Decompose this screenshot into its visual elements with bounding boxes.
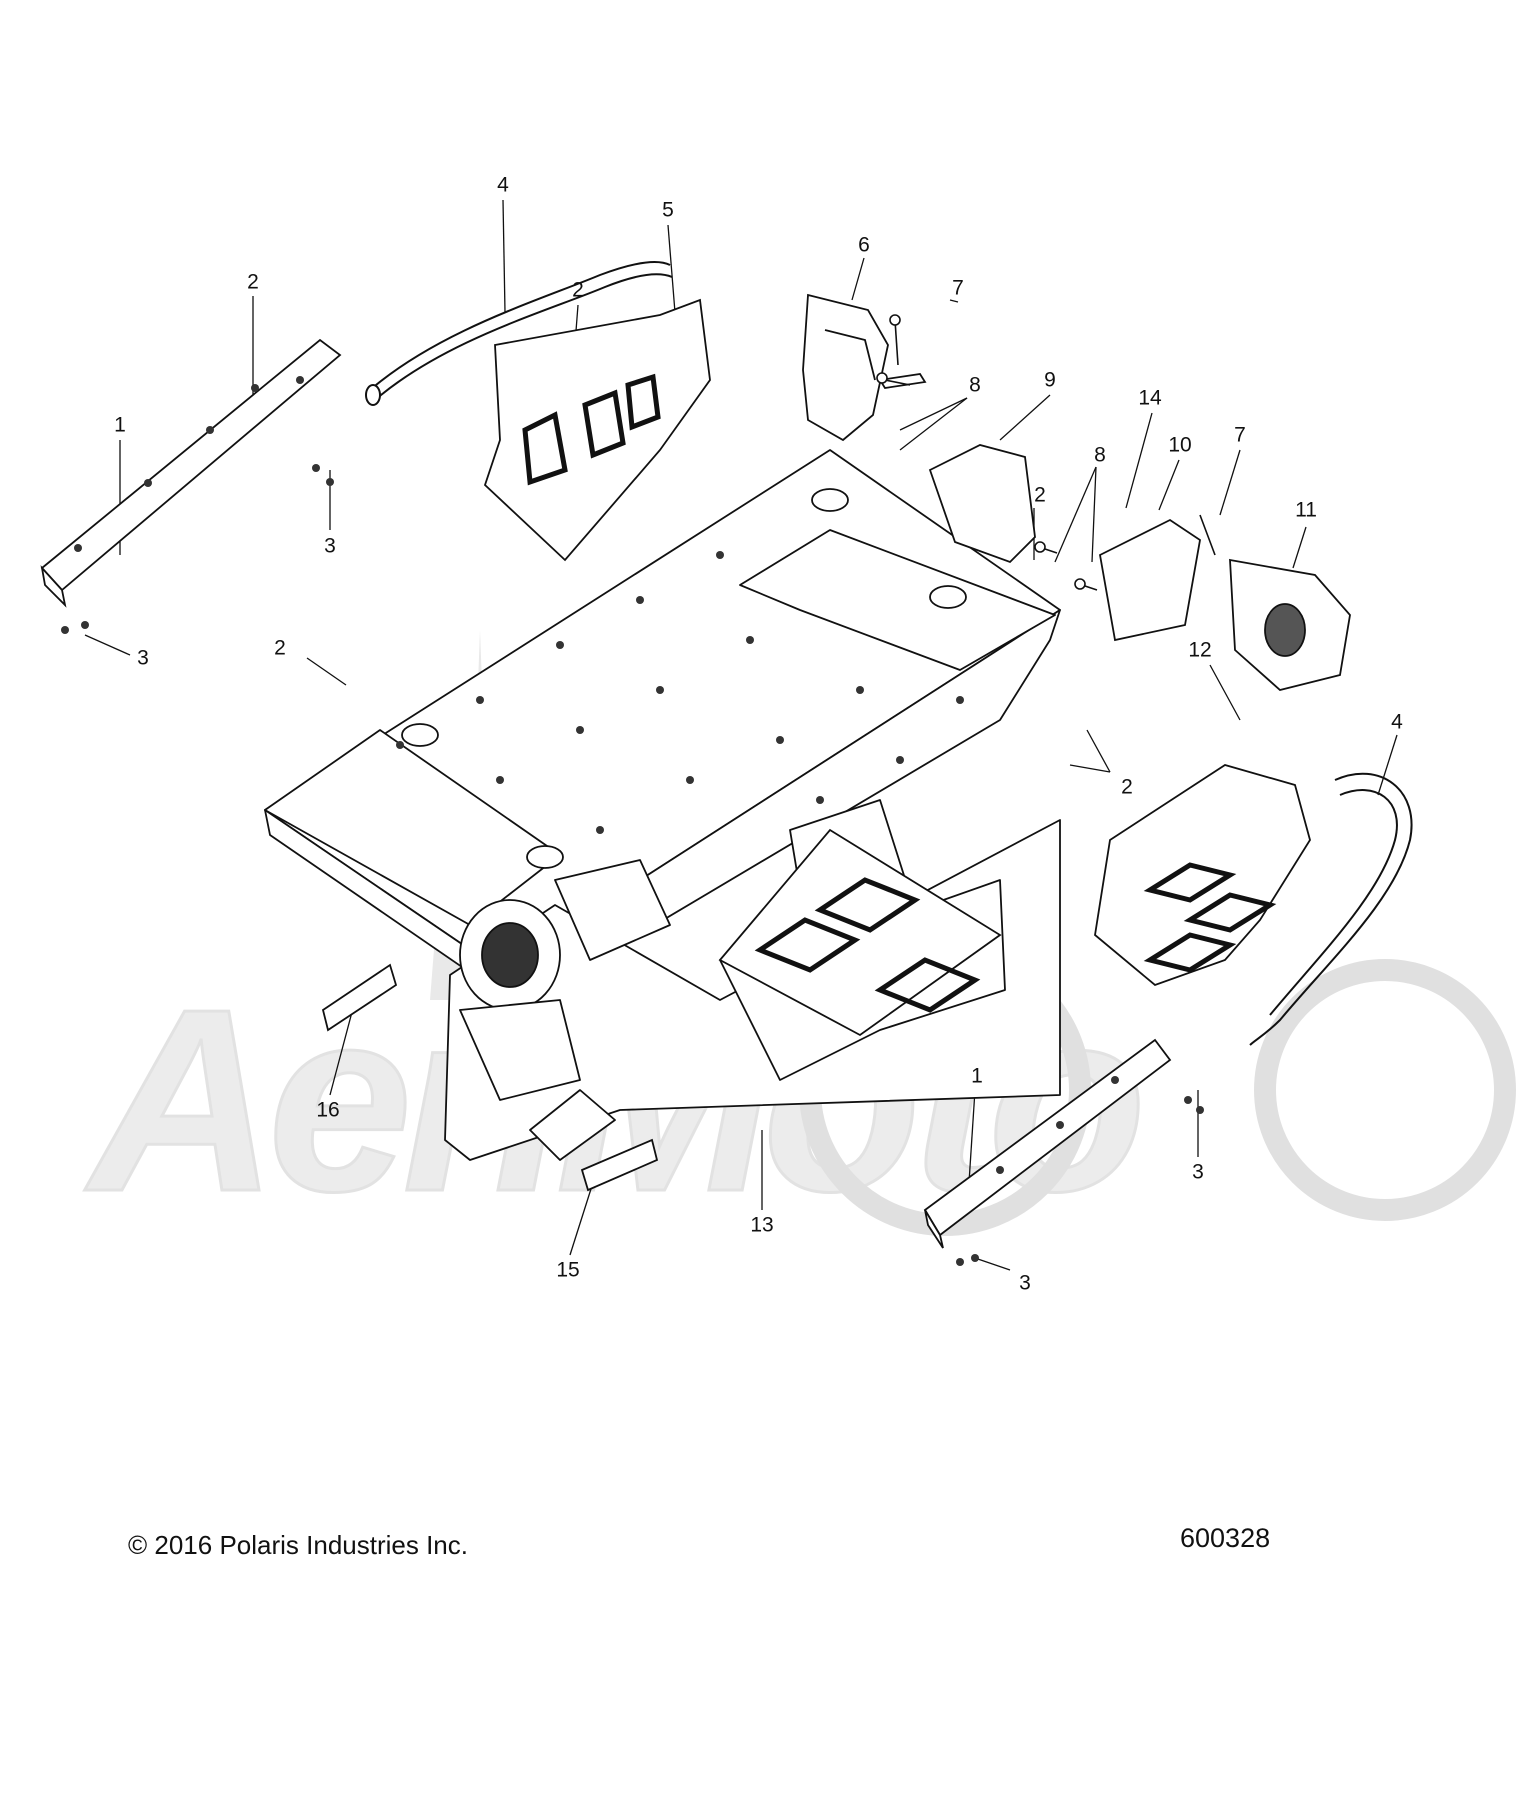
callout-1: 1 bbox=[971, 1064, 983, 1088]
callout-4: 4 bbox=[1391, 710, 1403, 734]
callout-6: 6 bbox=[858, 233, 870, 257]
footrest-center bbox=[718, 828, 1002, 1037]
bracket-15 bbox=[580, 1138, 659, 1192]
callout-3: 3 bbox=[1192, 1160, 1204, 1184]
bracket-9 bbox=[928, 444, 1036, 564]
bracket-12 bbox=[1094, 764, 1311, 987]
callout-8: 8 bbox=[1094, 443, 1106, 467]
callout-16: 16 bbox=[316, 1098, 340, 1122]
running-board-left bbox=[40, 338, 342, 634]
mount-11 bbox=[1229, 558, 1351, 691]
callout-10: 10 bbox=[1168, 433, 1192, 457]
callout-8: 8 bbox=[969, 373, 981, 397]
bolts bbox=[876, 314, 1216, 591]
callout-3: 3 bbox=[137, 646, 149, 670]
rear-tube-left bbox=[365, 261, 673, 406]
copyright-text: © 2016 Polaris Industries Inc. bbox=[128, 1530, 468, 1560]
callout-2: 2 bbox=[274, 636, 286, 660]
callout-7: 7 bbox=[952, 276, 964, 300]
running-board-right bbox=[923, 1038, 1204, 1266]
callout-1: 1 bbox=[114, 413, 126, 437]
callout-12: 12 bbox=[1188, 638, 1212, 662]
callout-2: 2 bbox=[1121, 775, 1133, 799]
callout-2: 2 bbox=[247, 270, 259, 294]
callout-2: 2 bbox=[1034, 483, 1046, 507]
bracket-10 bbox=[1098, 518, 1201, 642]
bracket-16 bbox=[321, 963, 398, 1032]
callout-13: 13 bbox=[750, 1213, 774, 1237]
bracket-5 bbox=[483, 298, 711, 562]
diagram-reference-number: 600328 bbox=[1180, 1523, 1271, 1553]
callout-7: 7 bbox=[1234, 423, 1246, 447]
callout-2: 2 bbox=[572, 278, 584, 302]
callout-11: 11 bbox=[1295, 498, 1317, 522]
callout-5: 5 bbox=[662, 198, 674, 222]
callout-15: 15 bbox=[556, 1258, 580, 1282]
callout-4: 4 bbox=[497, 173, 509, 197]
mount-6 bbox=[802, 293, 927, 442]
callout-3: 3 bbox=[324, 534, 336, 558]
callout-9: 9 bbox=[1044, 368, 1056, 392]
callout-14: 14 bbox=[1138, 386, 1162, 410]
rear-tube-right bbox=[1249, 772, 1413, 1046]
callout-3: 3 bbox=[1019, 1271, 1031, 1295]
